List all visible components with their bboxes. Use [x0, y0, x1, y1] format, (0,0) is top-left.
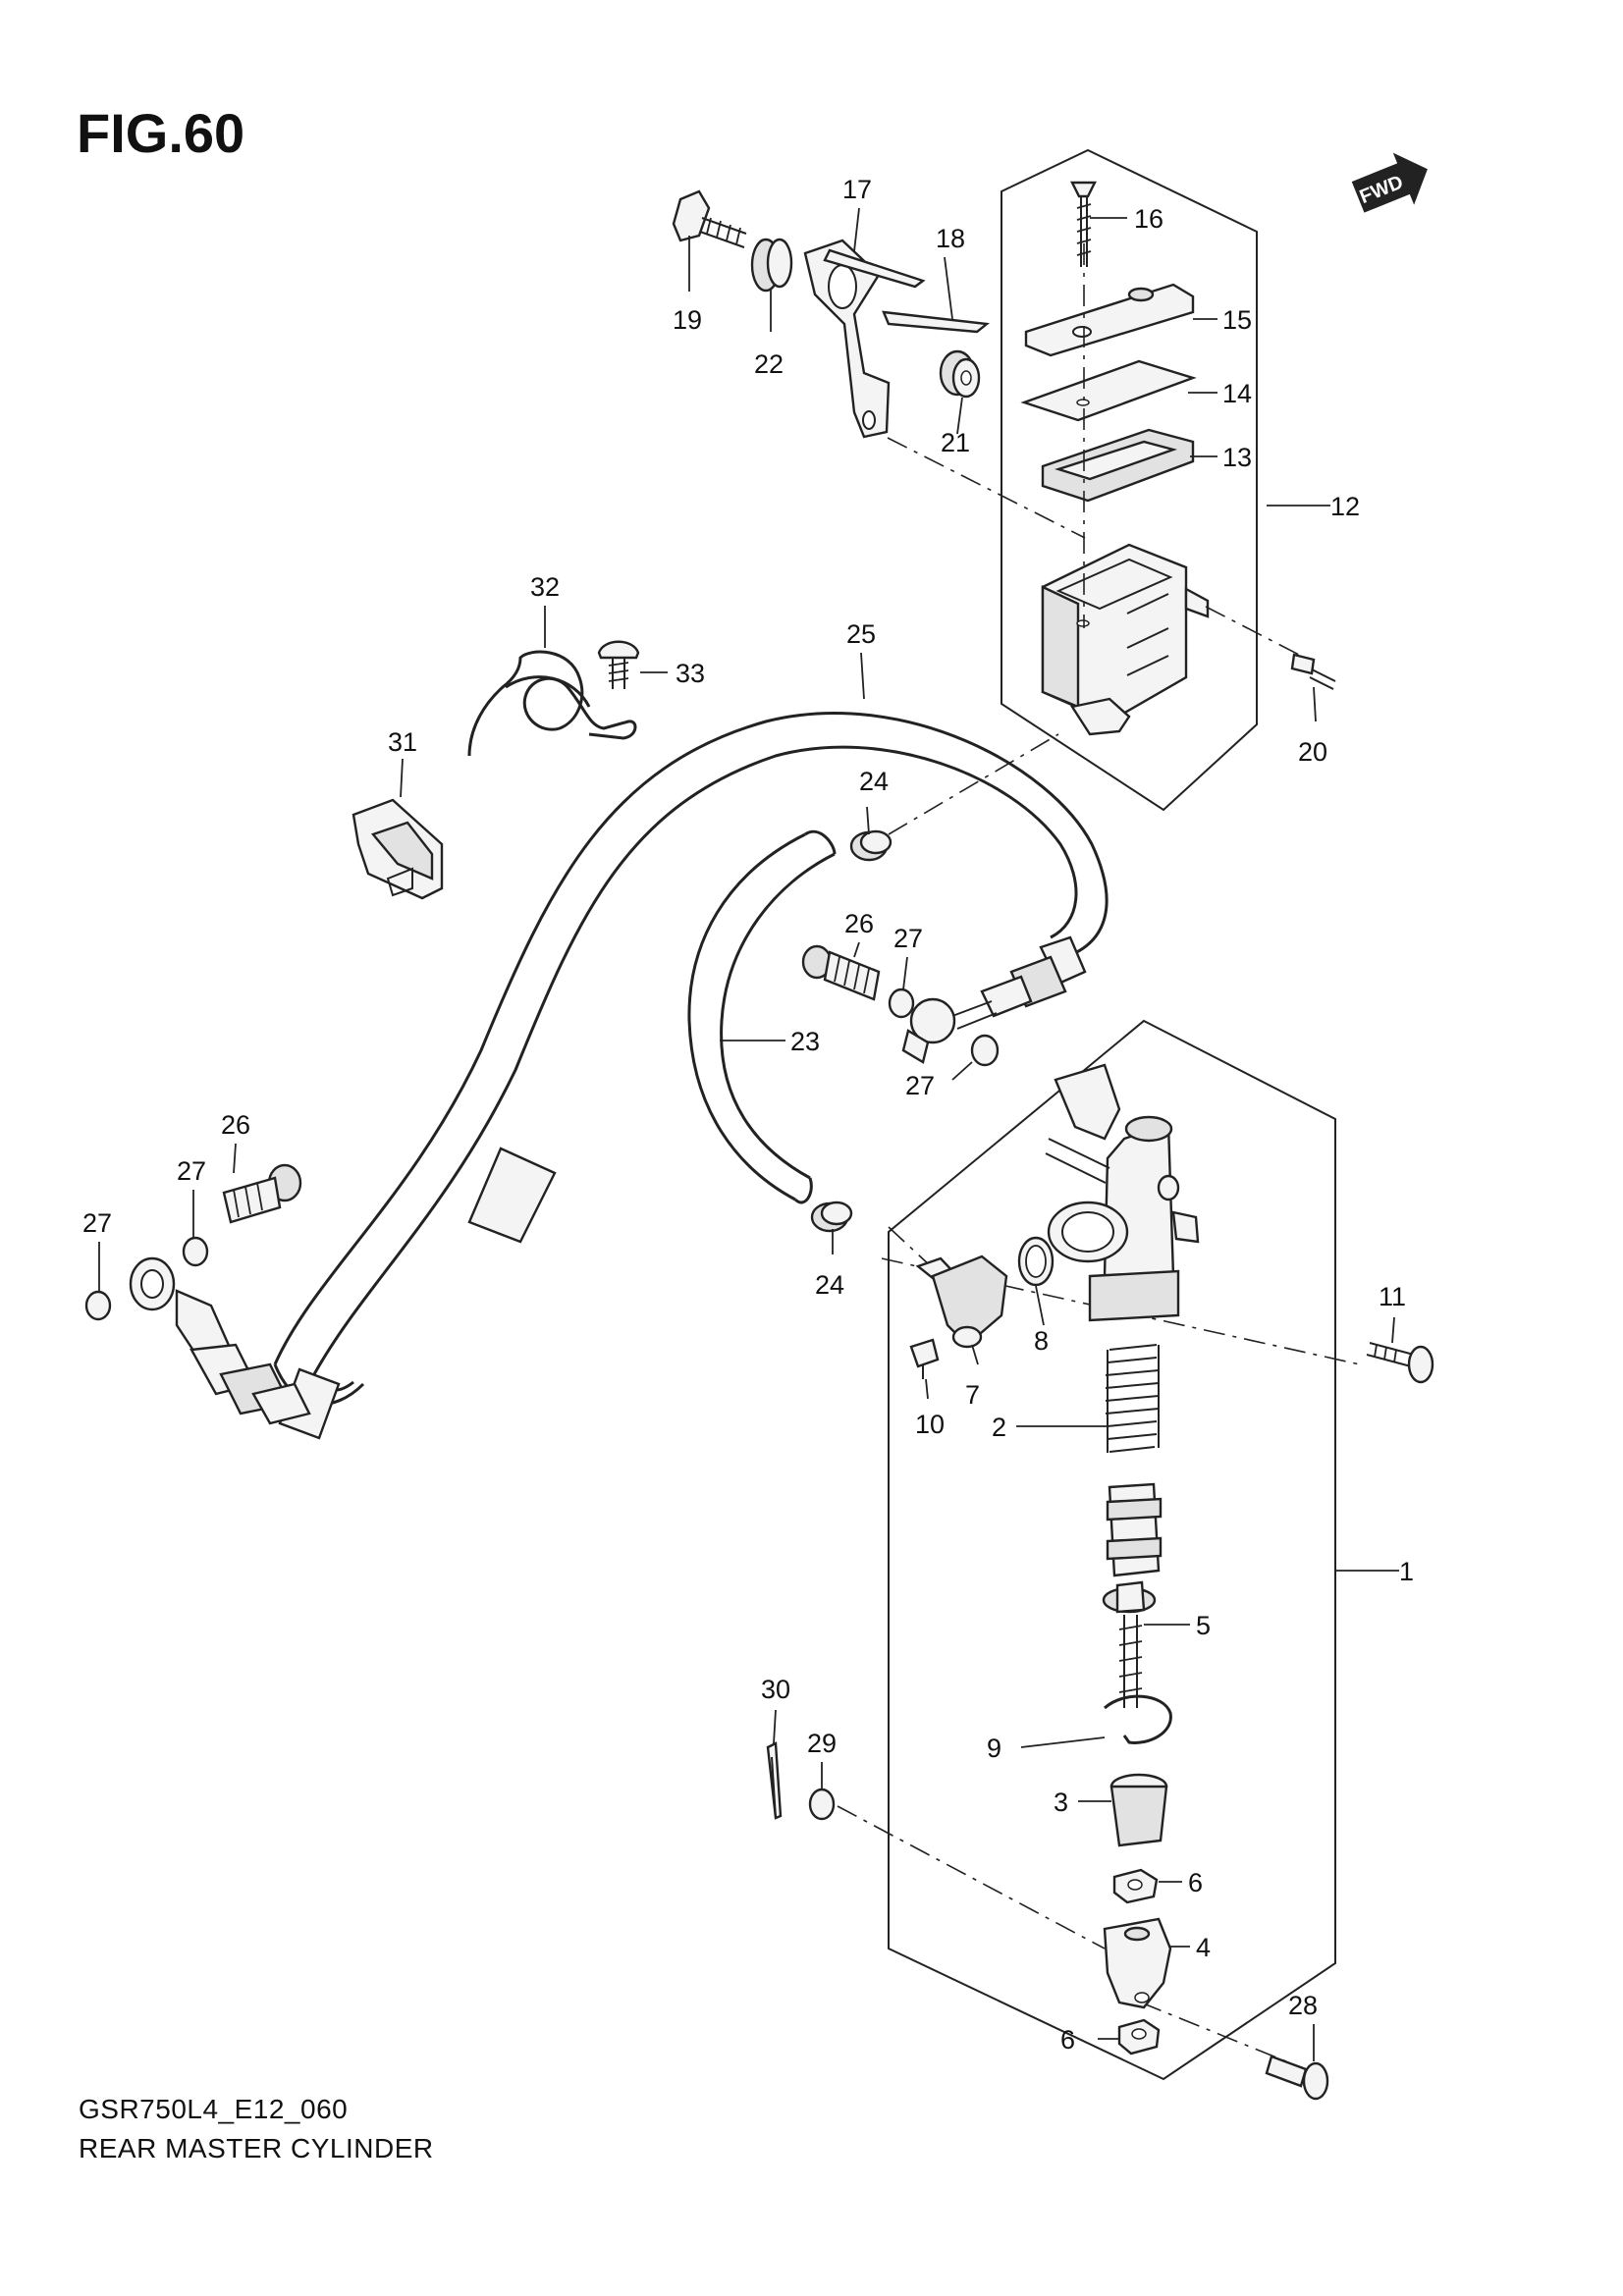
callout-12: 12	[1330, 492, 1360, 521]
alignment-line	[1140, 2002, 1287, 2062]
part-26-banjo-bolt-right	[801, 944, 881, 1001]
part-25-right-fitting	[901, 935, 1087, 1064]
callout-26: 26	[221, 1110, 250, 1140]
part-24-clamp-upper	[849, 829, 893, 862]
part-5-push-rod	[1102, 1580, 1157, 1708]
part-27-washer	[84, 1290, 112, 1321]
callout-30: 30	[761, 1675, 790, 1704]
part-2-spring	[1105, 1344, 1160, 1453]
callout-11: 11	[1379, 1282, 1406, 1311]
part-14-plate	[1020, 359, 1197, 422]
part-30-cotter-pin	[766, 1741, 783, 1820]
figure-title: FIG.60	[77, 102, 244, 164]
part-3-boot	[1109, 1773, 1168, 1847]
callout-13: 13	[1222, 443, 1252, 472]
callout-18: 18	[936, 224, 965, 253]
callout-24: 24	[859, 767, 889, 796]
callout-3: 3	[1054, 1788, 1068, 1817]
part-16-screw	[1070, 181, 1097, 267]
callout-27: 27	[82, 1208, 112, 1238]
part-28-clevis-pin	[1265, 2055, 1329, 2101]
callout-7: 7	[965, 1380, 980, 1410]
part-6-nut-lower	[1117, 2018, 1161, 2056]
leader-lines	[98, 207, 1399, 2061]
callout-17: 17	[842, 175, 872, 204]
callout-10: 10	[915, 1410, 945, 1439]
callout-8: 8	[1034, 1326, 1049, 1356]
callout-25: 25	[846, 619, 876, 649]
part-1-master-cylinder-body	[1045, 1063, 1200, 1322]
callout-27: 27	[905, 1071, 935, 1100]
part-12-reservoir	[1041, 543, 1210, 736]
part-27-washer	[888, 988, 915, 1019]
callout-27: 27	[893, 924, 923, 953]
callout-24: 24	[815, 1270, 844, 1300]
callout-31: 31	[388, 727, 417, 757]
part-6-nut-upper	[1112, 1868, 1159, 1904]
part-1-piston	[1106, 1482, 1163, 1577]
callout-28: 28	[1288, 1991, 1318, 2020]
part-33-screw	[597, 640, 640, 689]
callout-5: 5	[1196, 1611, 1211, 1640]
part-21-collar	[939, 349, 981, 399]
part-9-circlip	[1103, 1694, 1172, 1744]
callout-16: 16	[1134, 204, 1163, 234]
alignment-line	[888, 733, 1059, 835]
part-24-clamp-lower	[810, 1201, 853, 1233]
part-25-left-fitting	[129, 1256, 311, 1425]
part-23-hose	[687, 830, 837, 1204]
callout-14: 14	[1222, 379, 1252, 408]
alignment-line	[837, 1805, 1106, 1949]
model-code: GSR750L4_E12_060	[79, 2094, 348, 2124]
callout-27: 27	[177, 1156, 206, 1186]
callout-15: 15	[1222, 305, 1252, 335]
part-26-banjo-bolt-left	[222, 1163, 302, 1224]
callout-29: 29	[807, 1729, 837, 1758]
part-31-clamp	[352, 798, 444, 900]
callout-26: 26	[844, 909, 874, 938]
alignment-line	[1205, 606, 1302, 657]
figure-caption: REAR MASTER CYLINDER	[79, 2133, 434, 2163]
alignment-line	[887, 437, 1086, 539]
part-4-clevis	[1103, 1917, 1172, 2009]
fwd-arrow-icon: FWD	[1351, 152, 1428, 213]
callout-33: 33	[676, 659, 705, 688]
alignment-line	[888, 1226, 932, 1267]
part-15-cap	[1024, 283, 1195, 357]
part-19-bolt	[672, 189, 747, 248]
callout-1: 1	[1399, 1557, 1414, 1586]
callout-20: 20	[1298, 737, 1327, 767]
part-29-washer	[808, 1788, 836, 1821]
callout-23: 23	[790, 1027, 820, 1056]
part-8-o-ring-hole	[1025, 1245, 1047, 1278]
part-7-connector	[915, 1255, 1008, 1349]
callout-labels: 1 2 3 4 5 6 6 7 8 9 10 11 12 13 14 15 16…	[82, 175, 1414, 2055]
callout-22: 22	[754, 349, 784, 379]
callout-6: 6	[1060, 2025, 1075, 2055]
part-18-strap	[823, 248, 991, 334]
part-20-bolt	[1290, 653, 1336, 690]
part-11-bolt	[1366, 1342, 1434, 1384]
part-13-diaphragm	[1041, 428, 1195, 503]
part-27-washer	[970, 1034, 1000, 1067]
group-12-outline	[1001, 148, 1258, 812]
callout-21: 21	[941, 428, 970, 457]
callout-6: 6	[1188, 1868, 1203, 1897]
group-1-outline	[888, 1019, 1336, 2081]
part-22-grommet	[750, 238, 793, 293]
part-27-washer	[182, 1236, 209, 1267]
callout-2: 2	[992, 1413, 1006, 1442]
callout-4: 4	[1196, 1933, 1211, 1962]
callout-9: 9	[987, 1734, 1001, 1763]
part-32-spring-clip	[467, 650, 637, 757]
part-10-screw	[909, 1338, 940, 1379]
callout-19: 19	[673, 305, 702, 335]
callout-32: 32	[530, 572, 560, 602]
